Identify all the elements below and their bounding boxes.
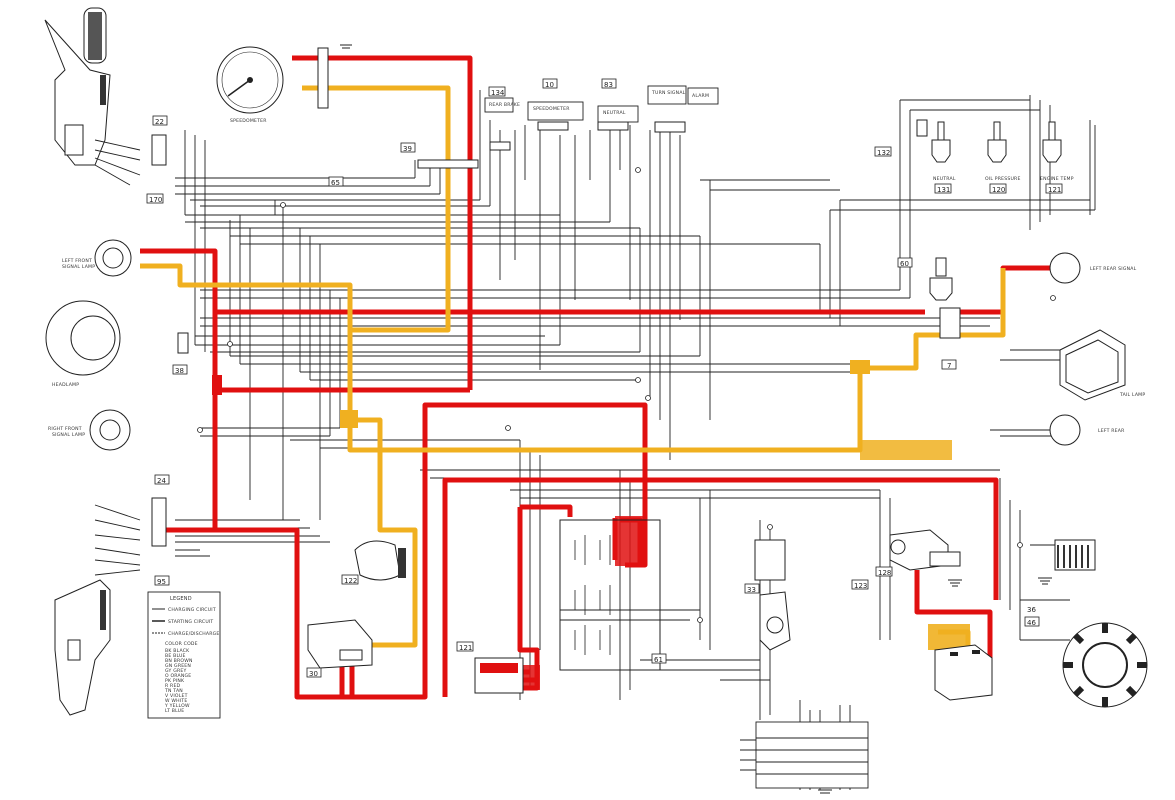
- component-number: 24: [157, 477, 166, 485]
- component-number: 131: [937, 186, 950, 194]
- color-code: GN GREEN: [165, 663, 191, 669]
- svg-text:LEFT REAR: LEFT REAR: [1098, 428, 1125, 434]
- color-code: BN BROWN: [165, 658, 193, 664]
- connector-blocks: [151, 47, 961, 671]
- ground-symbols: [340, 44, 1052, 794]
- starting-circuit-highlight: [140, 55, 1050, 700]
- svg-text:RIGHT FRONT: RIGHT FRONT: [48, 426, 82, 432]
- color-code: PK PINK: [165, 678, 185, 684]
- color-code-title: COLOR CODE: [165, 641, 198, 647]
- component-number: 33: [747, 586, 756, 594]
- voltage-regulator: [1054, 539, 1096, 571]
- module-boxes: REAR BRAKE SPEEDOMETER NEUTRAL TURN SIGN…: [484, 85, 719, 123]
- component-number: 60: [900, 260, 909, 268]
- color-code: LT BLUE: [165, 708, 184, 714]
- fuse-block: [574, 535, 611, 655]
- component-number: 65: [331, 179, 340, 187]
- svg-text:SPEEDOMETER: SPEEDOMETER: [230, 118, 267, 124]
- charging-circuit-highlight: [140, 85, 1006, 650]
- svg-text:TAIL LAMP: TAIL LAMP: [1119, 392, 1145, 398]
- component-number: 120: [992, 186, 1005, 194]
- starter-motor: [889, 529, 961, 571]
- svg-text:ALARM: ALARM: [692, 93, 709, 99]
- svg-text:NEUTRAL: NEUTRAL: [603, 110, 626, 116]
- component-number: 36: [1027, 606, 1036, 614]
- svg-text:NEUTRAL: NEUTRAL: [933, 176, 956, 182]
- svg-text:SIGNAL LAMP: SIGNAL LAMP: [62, 264, 95, 270]
- component-number: 121: [1048, 186, 1061, 194]
- svg-text:SIGNAL LAMP: SIGNAL LAMP: [52, 432, 85, 438]
- component-number: 132: [877, 149, 890, 157]
- component-number: 128: [878, 569, 891, 577]
- svg-text:LEFT FRONT: LEFT FRONT: [62, 258, 92, 264]
- color-code: O ORANGE: [165, 673, 191, 679]
- left-handlebar-switch: [54, 504, 141, 716]
- speedometer-gauge: SPEEDOMETER: [216, 46, 284, 124]
- battery: [934, 644, 993, 701]
- svg-text:LEFT REAR SIGNAL: LEFT REAR SIGNAL: [1090, 266, 1137, 272]
- component-number: 10: [545, 81, 554, 89]
- legend-box: [147, 591, 221, 719]
- start-relay: [474, 657, 524, 694]
- component-number: 83: [604, 81, 613, 89]
- svg-text:ENGINE TEMP: ENGINE TEMP: [1040, 176, 1074, 182]
- component-number: 39: [403, 145, 412, 153]
- color-code: GY GREY: [165, 668, 186, 674]
- component-number: 134: [491, 89, 505, 97]
- component-number: 38: [175, 367, 184, 375]
- color-code: V VIOLET: [165, 693, 188, 699]
- color-code: TN TAN: [164, 688, 183, 694]
- ignition-module: [307, 619, 373, 669]
- sensors: NEUTRAL OIL PRESSURE ENGINE TEMP: [916, 119, 1074, 301]
- color-code: BK BLACK: [165, 648, 190, 654]
- legend-title: LEGEND: [170, 596, 192, 602]
- component-number: 61: [654, 656, 663, 664]
- component-number: 46: [1027, 619, 1036, 627]
- svg-text:TURN SIGNAL: TURN SIGNAL: [651, 90, 686, 96]
- component-number: 170: [149, 196, 162, 204]
- horn: [354, 540, 406, 581]
- svg-text:REAR BRAKE: REAR BRAKE: [489, 102, 520, 108]
- component-numbers: 22 170 39 65 134 10 83 132 131 120 121 6…: [146, 78, 1063, 714]
- legend-item: CHARGE/DISCHARGE: [168, 631, 219, 637]
- component-number: 121: [459, 644, 472, 652]
- alternator-stator: [1062, 622, 1148, 708]
- color-code: Y YELLOW: [164, 703, 190, 709]
- component-number: 30: [309, 670, 318, 678]
- component-number: 7: [947, 362, 951, 370]
- connector-table: [755, 721, 869, 789]
- component-number: 122: [344, 577, 357, 585]
- color-code: BE BLUE: [165, 653, 186, 659]
- component-number: 22: [155, 118, 164, 126]
- ignition-switch: [759, 591, 791, 651]
- legend-item: STARTING CIRCUIT: [168, 619, 213, 625]
- svg-text:OIL PRESSURE: OIL PRESSURE: [985, 176, 1021, 182]
- color-code: W WHITE: [165, 698, 187, 704]
- svg-text:HEADLAMP: HEADLAMP: [52, 382, 79, 388]
- right-handlebar-switch: [44, 7, 141, 186]
- color-code: R RED: [165, 683, 181, 689]
- component-number: 95: [157, 578, 166, 586]
- lamps: LEFT FRONT SIGNAL LAMP HEADLAMP RIGHT FR…: [45, 239, 1137, 451]
- svg-text:SPEEDOMETER: SPEEDOMETER: [533, 106, 570, 112]
- component-number: 123: [854, 582, 867, 590]
- tail-lamp: TAIL LAMP: [1059, 329, 1145, 401]
- legend-item: CHARGING CIRCUIT: [168, 607, 216, 613]
